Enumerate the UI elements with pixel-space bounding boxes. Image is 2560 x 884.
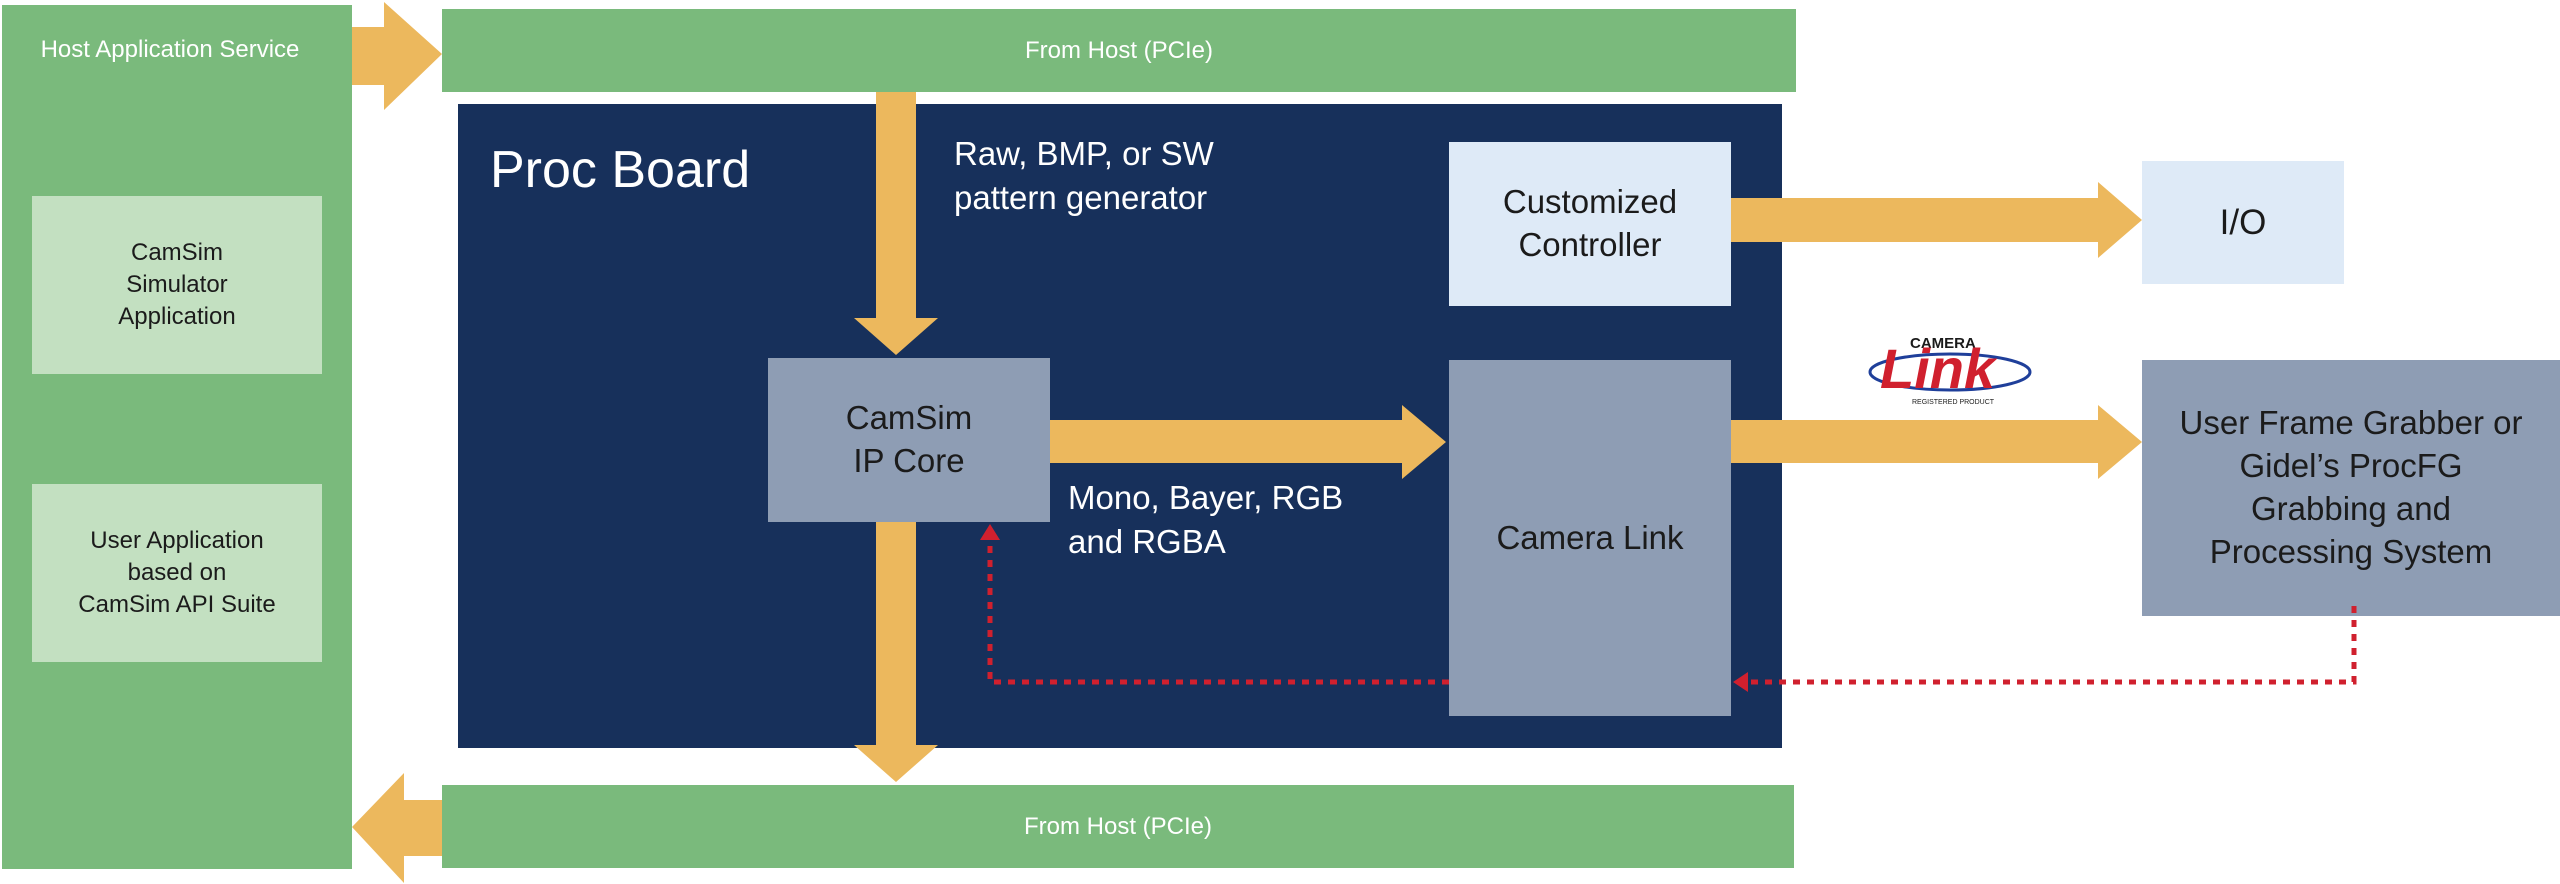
- pattern-generator-label: Raw, BMP, or SW pattern generator: [954, 135, 1214, 216]
- data-formats-label: Mono, Bayer, RGB and RGBA: [1068, 479, 1344, 560]
- customized-controller-block: Customized Controller: [1449, 142, 1731, 306]
- camera-link-logo-main: Link: [1880, 337, 1998, 400]
- proc-board-title: Proc Board: [490, 141, 751, 199]
- camera-link-block: Camera Link: [1449, 360, 1731, 716]
- bus-to-ipcore-arrow: [854, 92, 938, 355]
- grabber-feedback-line: [1746, 606, 2357, 685]
- cameralink-to-grabber-arrow: [1731, 405, 2142, 479]
- io-block: I/O: [2142, 161, 2344, 284]
- user-application-box: User Application based on CamSim API Sui…: [32, 484, 322, 662]
- host-application-service-label: Host Application Service: [40, 36, 300, 63]
- frame-grabber-block: User Frame Grabber or Gidel’s ProcFG Gra…: [2142, 360, 2560, 616]
- controller-to-io-arrow: [1731, 182, 2142, 258]
- camsim-ip-core-block: CamSim IP Core: [768, 358, 1050, 522]
- cameralink-feedback-line: [987, 538, 1449, 685]
- camera-link-logo: CAMERA Link REGISTERED PRODUCT: [1868, 326, 2034, 408]
- bus-to-host-arrow: [352, 773, 442, 883]
- host-application-service-panel: [2, 5, 352, 869]
- ipcore-to-cameralink-arrow: [1050, 405, 1446, 479]
- grabber-feedback-arrowhead: [1733, 672, 1748, 692]
- camera-link-logo-bottom: REGISTERED PRODUCT: [1912, 399, 1995, 406]
- cameralink-feedback-arrowhead: [980, 524, 1000, 540]
- ipcore-to-bus-arrow: [854, 522, 938, 782]
- host-to-bus-arrow: [352, 2, 442, 110]
- pcie-bus-top: From Host (PCIe): [442, 9, 1796, 92]
- camsim-simulator-application-box: CamSim Simulator Application: [32, 196, 322, 374]
- camera-link-logo-top: CAMERA: [1910, 335, 1976, 352]
- pcie-bus-bottom: From Host (PCIe): [442, 785, 1794, 868]
